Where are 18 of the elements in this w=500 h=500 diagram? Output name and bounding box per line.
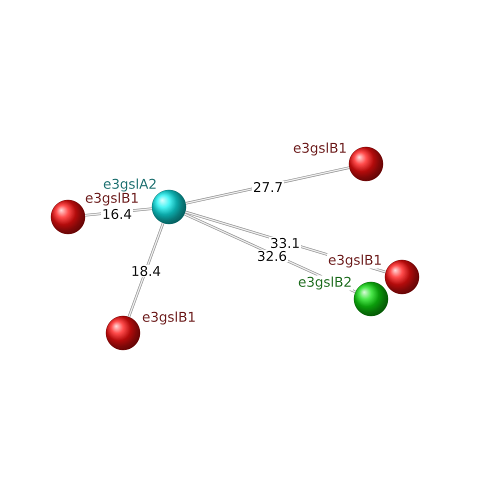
sphere-label: e3gslB1: [84, 192, 140, 206]
edge-label: 16.4: [101, 208, 133, 220]
sphere: [384, 260, 420, 294]
edge-label: 18.4: [130, 264, 162, 278]
sphere: [106, 316, 140, 350]
edge-label: 27.7: [252, 181, 284, 193]
sphere-label: e3gslB1: [141, 310, 197, 326]
sphere-label: e3gslA2: [102, 178, 158, 192]
sphere-label: e3gslB1: [292, 142, 348, 156]
edge-label: 32.6: [256, 250, 288, 262]
sphere: [354, 282, 388, 316]
sphere: [348, 146, 384, 182]
sphere-label: e3gslB2: [297, 276, 353, 290]
sphere-label: e3gslB1: [327, 254, 383, 268]
edge-label: 33.1: [269, 236, 301, 250]
sphere: [152, 190, 186, 224]
connector-line: [128, 222, 164, 318]
sphere: [50, 200, 86, 234]
